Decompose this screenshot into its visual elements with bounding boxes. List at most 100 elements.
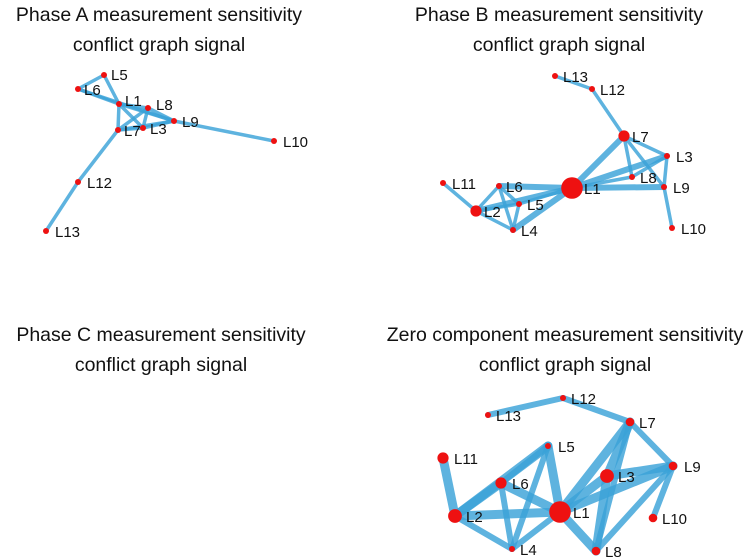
panel-title-line2: conflict graph signal (472, 34, 646, 56)
node-label-L10: L10 (283, 134, 308, 151)
edge-L13-L12 (485, 395, 566, 418)
node-L7 (115, 127, 121, 133)
node-L9 (171, 118, 177, 124)
node-label-L13: L13 (563, 69, 588, 86)
edge-L7-L1 (569, 133, 627, 191)
node-label-L2: L2 (484, 204, 501, 221)
edge-L12-L13 (44, 180, 80, 233)
node-L1 (116, 101, 122, 107)
panel-title-phase-a: Phase A measurement sensitivity conflict … (0, 0, 349, 60)
node-L13 (485, 412, 491, 418)
node-L7 (625, 417, 635, 427)
edge-L7-L9 (627, 419, 676, 469)
edge-L6-L1 (496, 183, 575, 191)
node-label-L9: L9 (673, 180, 690, 197)
node-L2 (448, 509, 462, 523)
node-label-L7: L7 (632, 129, 649, 146)
node-L1 (549, 501, 571, 523)
node-label-L6: L6 (506, 179, 523, 196)
node-label-L3: L3 (618, 469, 635, 486)
edge-L6-L4 (498, 480, 515, 552)
node-label-L5: L5 (527, 197, 544, 214)
node-label-L10: L10 (662, 511, 687, 528)
edge-L2-L6 (474, 184, 501, 213)
edge-L1-L7 (116, 102, 121, 132)
node-label-L1: L1 (125, 93, 142, 110)
node-label-L4: L4 (521, 223, 538, 240)
edge-L5-L1 (102, 73, 121, 106)
node-label-L3: L3 (676, 149, 693, 166)
node-label-L9: L9 (684, 459, 701, 476)
node-L5 (545, 443, 551, 449)
node-L2 (470, 205, 482, 217)
edge-L6-L4 (497, 184, 515, 232)
edge-L3-L9 (141, 119, 176, 130)
panel-title-line2: conflict graph signal (478, 354, 652, 376)
node-L8 (145, 105, 151, 111)
panel-title-line2: conflict graph signal (72, 34, 246, 56)
node-label-L2: L2 (466, 509, 483, 526)
node-label-L8: L8 (156, 97, 173, 114)
node-L5 (101, 72, 107, 78)
node-label-L6: L6 (512, 476, 529, 493)
node-L8 (629, 174, 635, 180)
node-L10 (669, 225, 675, 231)
node-L7 (618, 130, 630, 142)
edge-L6-L5 (497, 184, 521, 206)
node-label-L13: L13 (496, 408, 521, 425)
edge-L5-L4 (509, 443, 551, 552)
node-label-L11: L11 (452, 176, 476, 193)
panel-title-line1: Phase C measurement sensitivity (16, 324, 306, 346)
edge-L6-L5 (76, 73, 106, 91)
edge-L7-L1 (555, 417, 635, 517)
node-label-L7: L7 (124, 123, 141, 140)
node-label-L6: L6 (84, 82, 101, 99)
node-L3 (600, 469, 614, 483)
edge-L9-L10 (172, 119, 276, 143)
node-L12 (75, 179, 81, 185)
edge-L11-L2 (438, 453, 460, 521)
node-L11 (440, 180, 446, 186)
node-L8 (591, 546, 601, 556)
node-L1 (561, 177, 583, 199)
edge-L9-L8 (593, 463, 676, 554)
node-L3 (140, 125, 146, 131)
node-L9 (668, 461, 678, 471)
edge-L3-L9 (662, 154, 669, 189)
edge-L6-L9 (76, 87, 176, 123)
edge-L13-L12 (553, 74, 594, 91)
node-L11 (437, 452, 449, 464)
node-label-L11: L11 (454, 451, 478, 468)
edge-L12-L7 (590, 87, 626, 138)
node-label-L12: L12 (571, 391, 596, 408)
edge-L2-L4 (452, 513, 515, 552)
edge-L5-L1 (543, 441, 565, 517)
panel-title-line1: Zero component measurement sensitivity (386, 324, 744, 346)
node-L3 (664, 153, 670, 159)
edge-L1-L3 (117, 102, 145, 130)
edge-L7-L3 (622, 134, 669, 158)
edge-L1-L9 (569, 184, 667, 191)
node-L12 (560, 395, 566, 401)
node-L4 (509, 546, 515, 552)
node-L12 (589, 86, 595, 92)
panel-title-zero: Zero component measurement sensitivity co… (375, 320, 754, 380)
edge-L3-L8 (591, 471, 612, 556)
node-L5 (516, 201, 522, 207)
node-label-L5: L5 (111, 67, 128, 84)
edge-L12-L7 (560, 395, 633, 425)
node-label-L8: L8 (640, 170, 657, 187)
edge-L7-L12 (76, 128, 120, 184)
edge-L11-L2 (441, 181, 478, 213)
panel-title-line1: Phase A measurement sensitivity (15, 4, 303, 26)
edge-L2-L4 (474, 209, 515, 232)
node-label-L10: L10 (681, 221, 706, 238)
node-L13 (43, 228, 49, 234)
node-L6 (75, 86, 81, 92)
node-L6 (495, 477, 507, 489)
